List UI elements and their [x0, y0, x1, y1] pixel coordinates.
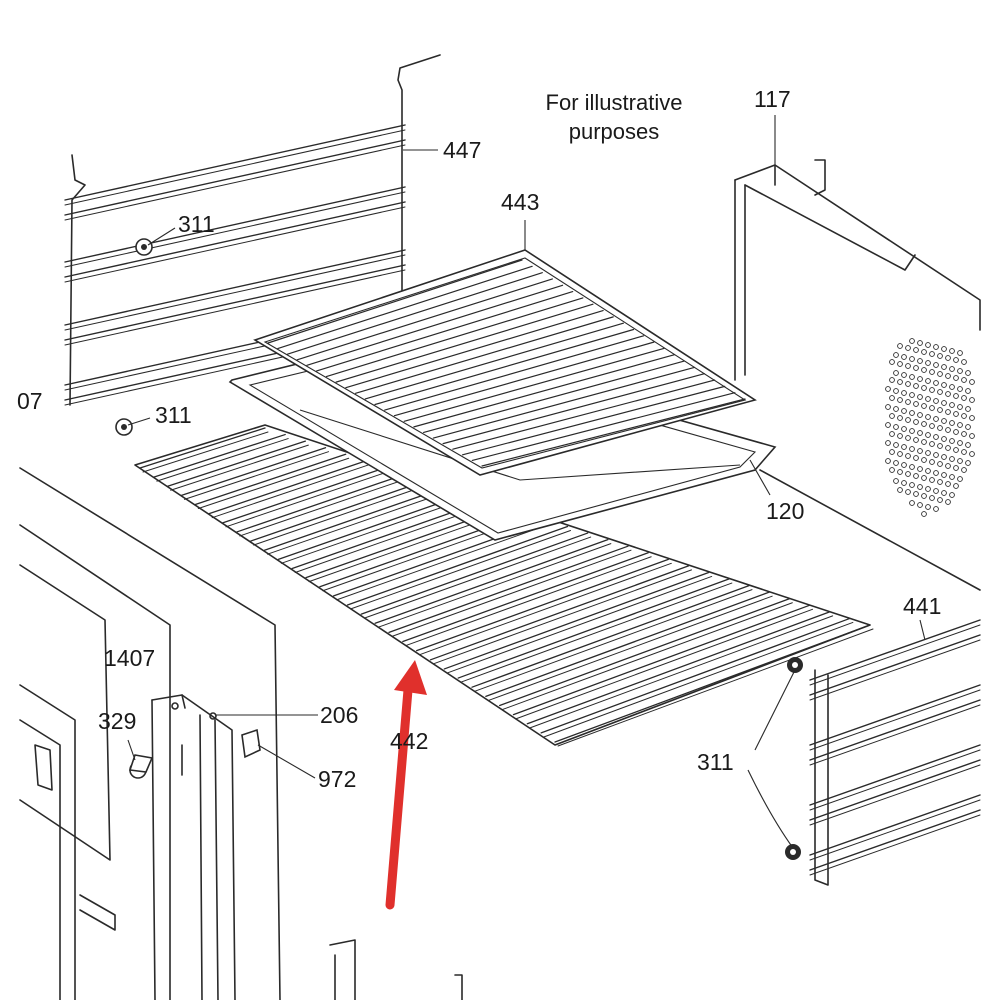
label-120: 120 — [766, 498, 805, 524]
label-447: 447 — [443, 137, 482, 163]
leader-lines — [127, 115, 926, 849]
pin-329 — [128, 754, 154, 779]
oven-door-frame — [19, 467, 281, 1000]
wire-shelf-443 — [253, 249, 757, 476]
label-311-right: 311 — [697, 749, 734, 775]
nut-311-upper — [135, 238, 153, 256]
label-972: 972 — [318, 766, 357, 792]
hinge-bracket-206 — [151, 694, 463, 1000]
label-441: 441 — [903, 593, 942, 619]
label-206: 206 — [320, 702, 359, 728]
label-07: 07 — [17, 388, 43, 414]
note-line-1: For illustrative — [545, 90, 683, 115]
note-line-2: purposes — [568, 119, 660, 144]
label-117: 117 — [754, 86, 791, 112]
label-443: 443 — [501, 189, 540, 215]
right-side-rack-441 — [809, 619, 981, 886]
nut-311-right-a — [787, 657, 803, 673]
left-side-rack-447 — [64, 54, 441, 406]
nut-311-right-b — [785, 844, 801, 860]
nut-311-mid — [115, 418, 133, 436]
illustrative-note: For illustrative purposes — [520, 88, 708, 146]
clip-972 — [241, 728, 261, 759]
label-442: 442 — [390, 728, 429, 754]
fan-grille — [885, 338, 975, 517]
rear-panel-117 — [734, 159, 981, 591]
label-311-upper: 311 — [178, 211, 215, 237]
label-329: 329 — [98, 708, 137, 734]
highlight-arrow — [385, 660, 427, 910]
label-311-mid: 311 — [155, 402, 192, 428]
label-1407: 1407 — [104, 645, 156, 671]
